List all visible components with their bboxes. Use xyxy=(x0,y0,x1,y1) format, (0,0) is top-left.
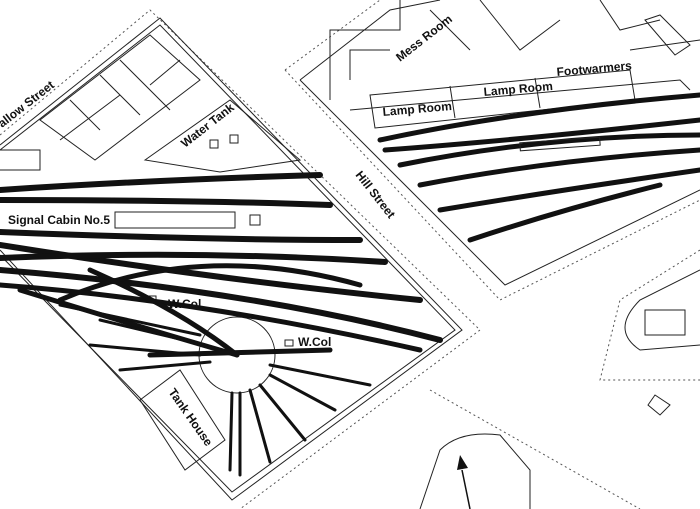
north-arrow xyxy=(457,455,471,509)
other-features xyxy=(419,269,700,509)
street-label-hill: Hill Street xyxy=(353,168,399,221)
label-lamp-room-1: Lamp Room xyxy=(382,99,452,119)
label-tank-house: Tank House xyxy=(166,386,216,449)
label-footwarmers: Footwarmers xyxy=(556,58,633,79)
label-lamp-room-2: Lamp Room xyxy=(483,79,553,99)
right-yard xyxy=(299,0,700,286)
left-tracks xyxy=(0,172,443,477)
label-signal-cabin: Signal Cabin No.5 xyxy=(8,213,110,227)
label-water-column-2: W.Col xyxy=(298,335,331,349)
label-water-column-1: W.Col xyxy=(168,297,201,311)
label-water-tank: Water Tank xyxy=(178,100,237,150)
label-mess-room: Mess Room xyxy=(393,12,455,65)
